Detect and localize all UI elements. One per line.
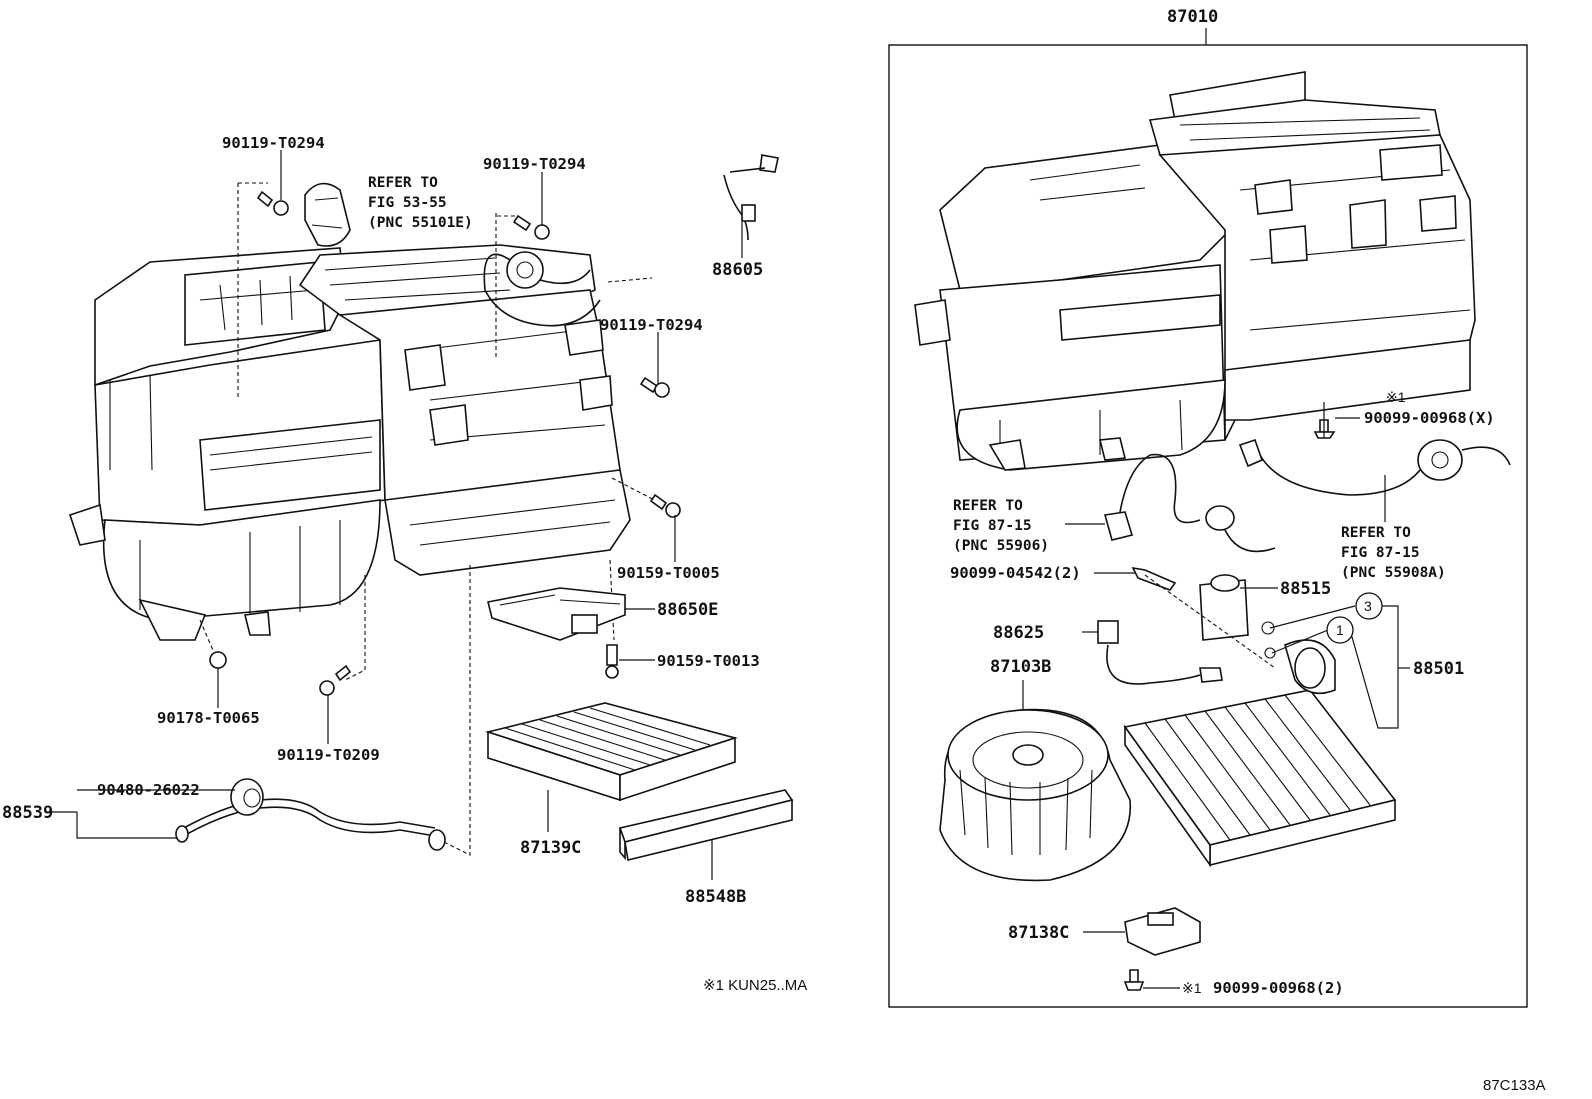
assembly-box-87010 xyxy=(888,44,1528,1008)
mark-x1-b: ※1 xyxy=(1182,980,1202,996)
filter-case-88548b xyxy=(618,789,794,861)
circle-1-text: 1 xyxy=(1336,622,1344,638)
resistor-87138c xyxy=(1124,907,1201,956)
note-kun25: ※1 KUN25..MA xyxy=(703,977,807,994)
ref-55101e-line1: REFER TO xyxy=(368,175,438,191)
servo-motor-55908a xyxy=(1238,438,1511,496)
expansion-valve-88515 xyxy=(1131,566,1249,641)
leader-lines-left xyxy=(52,150,743,880)
label-88605: 88605 xyxy=(712,260,763,280)
blower-motor-87103b xyxy=(939,708,1132,882)
screws-right xyxy=(1123,402,1336,991)
ref-55906-line1: REFER TO xyxy=(953,498,1023,514)
label-87139c: 87139C xyxy=(520,838,581,858)
ref-55101e-line3: (PNC 55101E) xyxy=(368,215,473,231)
mark-x1-a: ※1 xyxy=(1386,389,1406,405)
label-88539: 88539 xyxy=(2,803,53,823)
label-90099-04542: 90099-04542(2) xyxy=(950,564,1081,582)
cover-plate-55101e xyxy=(304,182,351,247)
ref-55908a-line2: FIG 87-15 xyxy=(1341,545,1420,561)
label-90159-t0005: 90159-T0005 xyxy=(617,564,720,582)
label-90178-t0065: 90178-T0065 xyxy=(157,709,260,727)
label-90159-t0013: 90159-T0013 xyxy=(657,652,760,670)
label-90119-t0294-a: 90119-T0294 xyxy=(222,134,325,152)
ref-55101e-line2: FIG 53-55 xyxy=(368,195,447,211)
sensor-88605 xyxy=(723,154,779,241)
label-88548b: 88548B xyxy=(685,887,746,907)
label-90099-00968-2: 90099-00968(2) xyxy=(1213,979,1344,997)
circle-3-text: 3 xyxy=(1364,598,1372,614)
evaporator-88501 xyxy=(1123,621,1397,868)
label-90480-26022: 90480-26022 xyxy=(97,781,200,799)
resistor-88650e xyxy=(487,587,626,641)
label-88501: 88501 xyxy=(1413,659,1464,679)
label-90099-00968-x: 90099-00968(X) xyxy=(1364,409,1495,427)
bolts-left xyxy=(209,190,681,696)
hvac-housing-left xyxy=(68,182,661,856)
ref-55906-line2: FIG 87-15 xyxy=(953,518,1032,534)
callout-circle-3 xyxy=(1355,592,1383,620)
label-90119-t0294-b: 90119-T0294 xyxy=(483,155,586,173)
label-88650e: 88650E xyxy=(657,600,718,620)
leader-lines-right xyxy=(1022,417,1410,989)
label-88515: 88515 xyxy=(1280,579,1331,599)
label-90119-t0209: 90119-T0209 xyxy=(277,746,380,764)
servo-motor-55906 xyxy=(1103,453,1276,553)
ref-55906-line3: (PNC 55906) xyxy=(953,538,1049,554)
label-90119-t0294-c: 90119-T0294 xyxy=(600,316,703,334)
hvac-housing-right xyxy=(914,71,1476,471)
drain-hose-88539 xyxy=(175,778,446,851)
callout-circle-1 xyxy=(1326,616,1354,644)
air-filter-87139c xyxy=(485,702,738,802)
label-87103b: 87103B xyxy=(990,657,1051,677)
figure-id: 87C133A xyxy=(1483,1077,1546,1094)
ref-55908a-line1: REFER TO xyxy=(1341,525,1411,541)
label-87138c: 87138C xyxy=(1008,923,1069,943)
label-87010: 87010 xyxy=(1167,7,1218,27)
label-88625: 88625 xyxy=(993,623,1044,643)
ref-55908a-line3: (PNC 55908A) xyxy=(1341,565,1446,581)
